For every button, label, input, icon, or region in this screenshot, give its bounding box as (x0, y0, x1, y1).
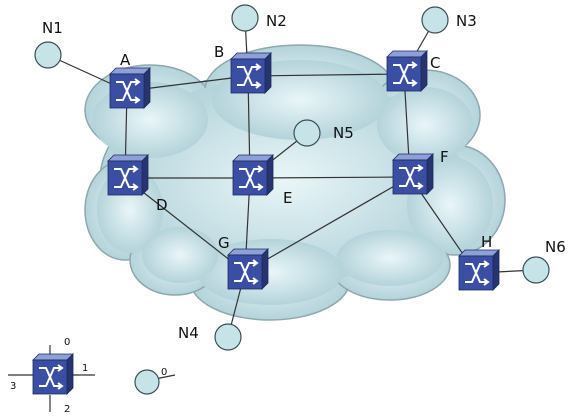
link-g-f (244, 176, 411, 273)
switch-g-icon (227, 248, 269, 290)
host-n6-label: N6 (545, 238, 566, 256)
host-n5-label: N5 (333, 124, 354, 142)
host-n6-icon (522, 256, 550, 284)
legend-port-3: 3 (10, 381, 16, 392)
legend-switch-ports: 0 1 2 3 (8, 337, 95, 415)
legend-port-2: 2 (64, 404, 70, 415)
host-n1-label: N1 (42, 19, 63, 37)
legend-switch-icon (32, 353, 74, 395)
port-legend: 0 1 2 3 0 (8, 337, 176, 415)
host-n5-icon (293, 119, 321, 147)
host-n2-icon (231, 4, 259, 32)
host-n3-label: N3 (456, 12, 477, 30)
link-e-f (249, 176, 411, 179)
switch-e-label: E (283, 189, 292, 207)
link-b-c (247, 73, 405, 77)
legend-switch-body (32, 353, 74, 395)
legend-port-0: 0 (64, 337, 70, 348)
host-n2-label: N2 (266, 12, 287, 30)
switch-h-label: H (481, 233, 492, 251)
switch-b-label: B (214, 43, 224, 61)
switch-c-icon (386, 50, 428, 92)
host-n4-label: N4 (178, 324, 199, 342)
switch-a-label: A (120, 51, 131, 69)
switch-f-label: F (440, 148, 449, 166)
switch-b-icon (230, 52, 272, 94)
host-n3-icon (421, 6, 449, 34)
switch-e-icon (232, 154, 274, 196)
switch-c-label: C (430, 54, 440, 72)
switch-f-icon (392, 153, 434, 195)
legend-host-icon (134, 369, 160, 395)
switch-d-icon (107, 154, 149, 196)
switch-h-icon (458, 249, 500, 291)
host-n4-icon (214, 323, 242, 351)
legend-host-port: 0 (134, 367, 176, 395)
legend-port-1: 1 (82, 363, 88, 374)
host-n1-icon (34, 41, 62, 69)
link-d-g (124, 177, 246, 273)
switches-layer: A B C D E F G H (107, 43, 500, 291)
switch-g-label: G (218, 234, 230, 252)
legend-host-port-0: 0 (161, 367, 167, 378)
switch-a-icon (109, 67, 151, 109)
switch-d-label: D (156, 196, 168, 214)
